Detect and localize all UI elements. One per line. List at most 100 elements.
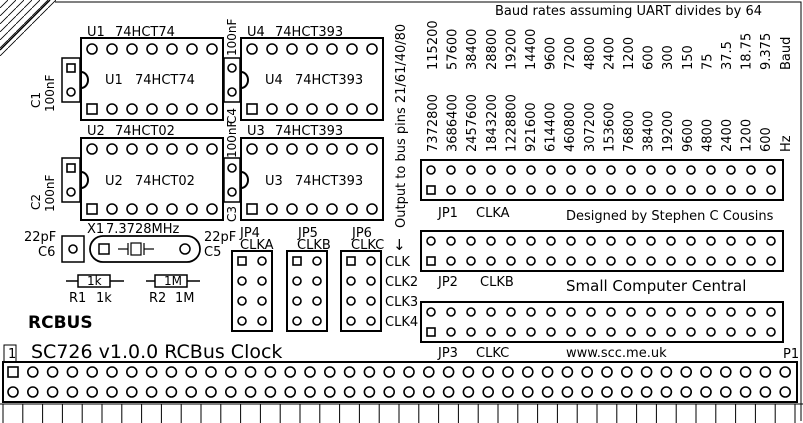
pad-round [759,366,772,378]
pad-round [526,307,536,317]
pad-round [766,236,776,246]
pad-round [326,203,338,215]
pad-round [766,165,776,175]
c4-ref: C4 [225,108,239,124]
x1-value: 7.3728MHz [106,222,179,237]
pad-round [206,143,218,155]
pad-round [266,203,278,215]
r2-ref: R2 [149,291,166,306]
pad-round [526,165,536,175]
clock-rate-label: 76800 [622,111,637,152]
clock-rate-label: 153600 [602,102,617,152]
pad-round [546,236,556,246]
pad-round [205,366,217,378]
pad-round [706,327,716,337]
pad-round [746,165,756,175]
jp4-outline [231,250,273,332]
pad-round [446,185,456,195]
pad-round [126,43,138,55]
pad-square [237,256,247,266]
x1-ref: X1 [87,222,104,237]
pad-round [526,327,536,337]
baud-rate-label: 9.375 [759,33,774,70]
pad-round [502,366,514,378]
pad-round [746,236,756,246]
clock-rate-label: 3686400 [446,94,461,152]
jp3-ref: JP3 [437,346,458,361]
u1-label-top: U1 [87,25,105,40]
board-outline [55,1,802,421]
pad-round [640,386,653,398]
pad-round [726,256,736,266]
baud-rate-label: 38400 [465,29,480,70]
pad-round [446,307,456,317]
clock-rate-label: 460800 [563,102,578,152]
pad-round [106,143,118,155]
baud-rate-label: 28800 [485,29,500,70]
pad-round [686,185,696,195]
pad-round [620,386,633,398]
pad-round [700,386,712,398]
crystal-pad-2 [179,243,191,255]
pad-round [586,256,596,266]
pad-round [366,256,376,266]
jp1-name: CLKA [476,206,510,221]
pad-round [660,386,673,398]
u3-label-top: U3 [247,124,265,139]
pad-round [66,366,79,378]
baud-heading: Baud rates assuming UART divides by 64 [495,4,762,19]
pad-round [106,386,118,398]
pad-round [646,327,656,337]
pad-round [561,386,574,398]
pad-round [466,256,476,266]
clock-rate-label: 1200 [740,119,755,152]
pad-round [426,307,436,317]
output-note: Output to bus pins 21/61/40/80 [394,24,409,228]
pad-square [86,203,98,215]
baud-rate-label: 57600 [446,29,461,70]
pad-round [166,43,178,55]
pad-round [462,366,475,378]
pad-round [626,165,636,175]
pad-round [626,256,636,266]
pad-round [766,307,776,317]
pad-round [746,256,756,266]
pad-round [346,203,358,215]
pad-round [726,165,736,175]
pad-round [686,236,696,246]
pad-round [739,386,752,398]
pad-square [66,163,76,173]
pad-round [506,256,516,266]
pad-round [257,276,267,286]
baud-rate-label: 1200 [622,37,637,70]
pad-round [264,366,277,378]
pad-round [145,366,158,378]
c2-outline [61,157,81,203]
pad-square [246,203,258,215]
pad-round [7,386,19,398]
pad-round [506,165,516,175]
pad-round [206,43,218,55]
pad-round [766,185,776,195]
clock-rate-label: 38400 [642,111,657,152]
pad-round [185,386,197,398]
pad-round [620,366,633,378]
u1-notch [80,71,89,89]
pad-round [306,103,318,115]
pad-round [422,386,435,398]
pad-round [680,386,693,398]
pad-round [646,185,656,195]
pad-round [706,236,716,246]
baud-rate-label: 150 [681,45,696,70]
u3-part: 74HCT393 [295,174,363,189]
pad-round [165,386,178,398]
pad-round [166,143,178,155]
pad-round [442,386,455,398]
crystal-outline [89,235,201,263]
pad-round [486,307,496,317]
u2-label-top: U2 [87,124,105,139]
pad-round [466,327,476,337]
pad-round [86,43,98,55]
clock-rate-label: 600 [759,127,774,152]
pad-round [106,103,118,115]
